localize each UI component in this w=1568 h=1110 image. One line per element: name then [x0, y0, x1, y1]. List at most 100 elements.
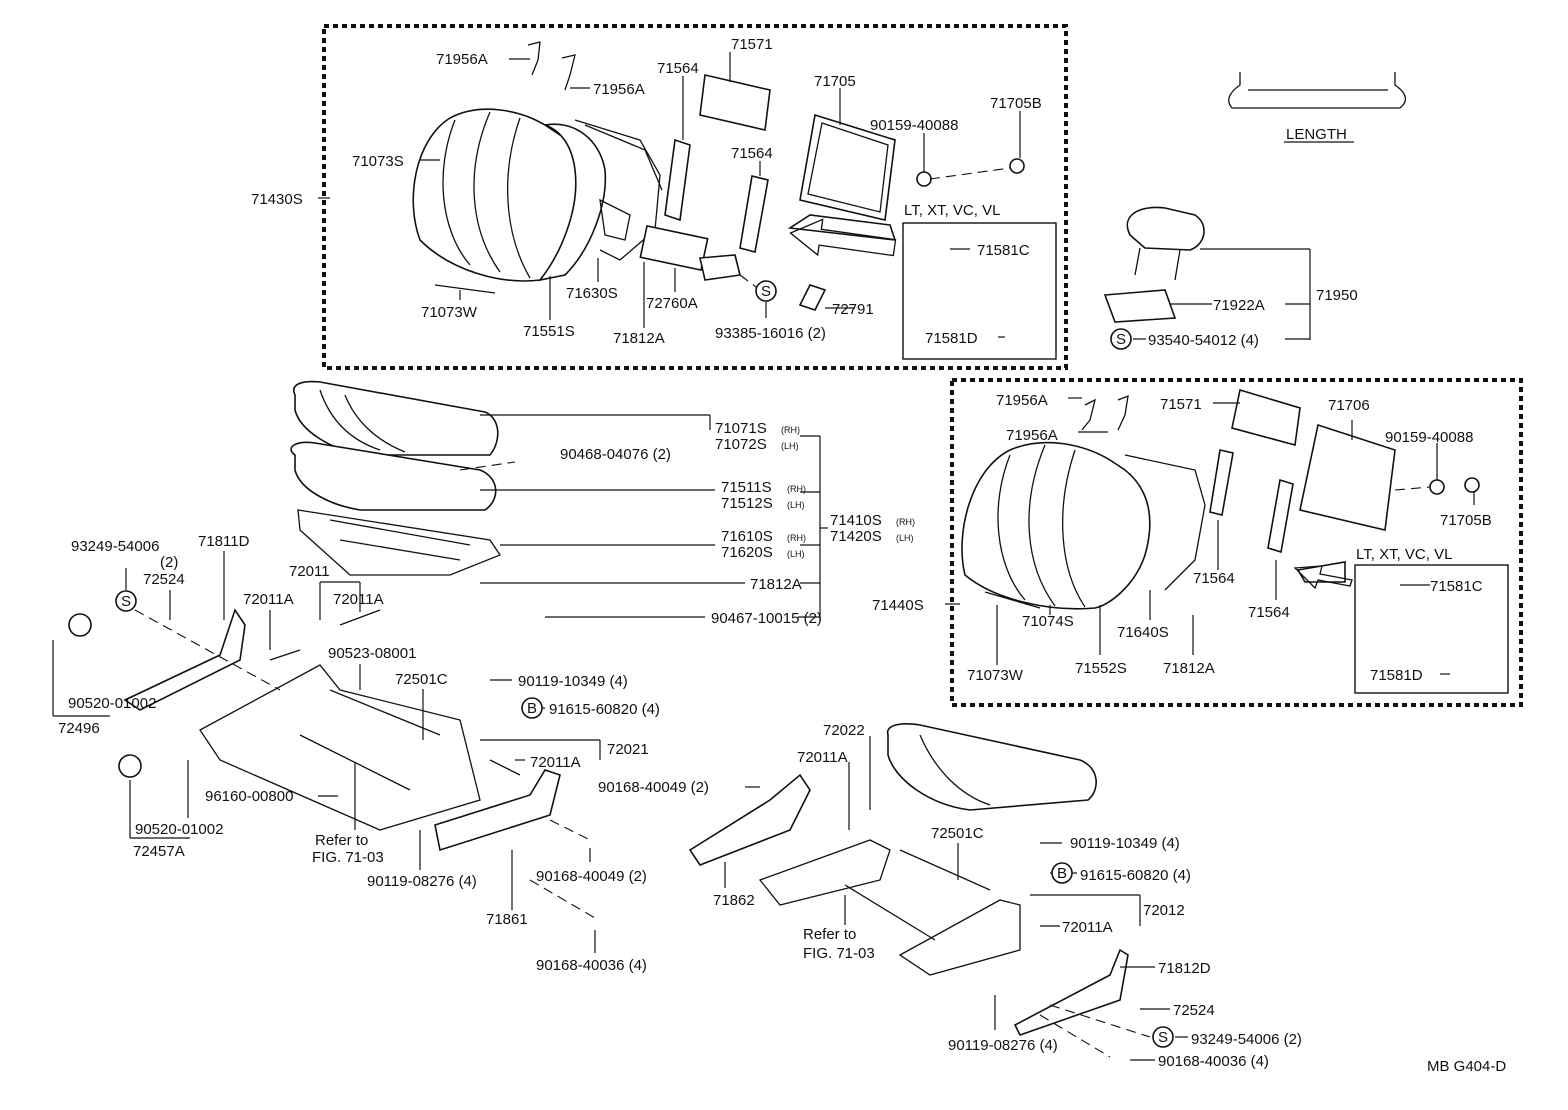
part-label: 71071S: [715, 420, 767, 437]
length-legend: LENGTH: [1286, 126, 1347, 143]
part-label: 90520-01002: [68, 695, 156, 712]
symbol-b-1: B: [527, 700, 537, 717]
side-mark: (LH): [896, 533, 914, 543]
part-label: 91615-60820 (4): [549, 701, 660, 718]
part-label: 72022: [823, 722, 865, 739]
part-label: 71811D: [198, 533, 250, 550]
part-label: 71511S: [721, 479, 772, 496]
part-label: 72011A: [530, 754, 581, 771]
part-label: 72501C: [931, 825, 984, 842]
part-label: 71420S: [830, 528, 882, 545]
part-label: 71073W: [421, 304, 478, 321]
seatback-group-box-right: [950, 378, 1523, 707]
part-label: 71571: [731, 36, 773, 53]
part-label: 71640S: [1117, 624, 1169, 641]
part-label: 72457A: [133, 843, 185, 860]
part-label: 90168-40036 (4): [1158, 1053, 1269, 1070]
symbol-s-1: S: [761, 283, 771, 300]
seatback-right-illustration: [961, 388, 1480, 610]
refer-line-4: FIG. 71-03: [803, 945, 875, 962]
length-legend-illustration: [1228, 72, 1407, 143]
part-label: 71564: [731, 145, 773, 162]
part-label: 90119-10349 (4): [1070, 835, 1180, 852]
part-label: 90520-01002: [135, 821, 223, 838]
side-mark: (RH): [787, 533, 806, 543]
part-label: 71581C: [977, 242, 1030, 259]
part-label: 90159-40088: [1385, 429, 1473, 446]
part-label: 71956A: [1006, 427, 1058, 444]
part-labels: 71956A 71956A 71571 71564 71705 90159-40…: [58, 36, 1506, 1075]
part-label: 71610S: [721, 528, 773, 545]
part-label: 71552S: [1075, 660, 1127, 677]
part-label: 71812A: [613, 330, 665, 347]
part-label: 71705B: [1440, 512, 1492, 529]
side-mark: (LH): [787, 500, 805, 510]
part-label: 72760A: [646, 295, 698, 312]
part-label: 71705B: [990, 95, 1042, 112]
part-label: 71581D: [925, 330, 978, 347]
part-label: 71812A: [1163, 660, 1215, 677]
part-label: 93249-54006 (2): [1191, 1031, 1302, 1048]
part-label: 72011A: [1062, 919, 1113, 936]
refer-line-2: FIG. 71-03: [312, 849, 384, 866]
part-label: 72011A: [243, 591, 294, 608]
part-label: 72021: [607, 741, 649, 758]
part-label: 71812A: [750, 576, 802, 593]
part-label: 93385-16016 (2): [715, 325, 826, 342]
symbol-b-2: B: [1057, 865, 1067, 882]
part-label: 71705: [814, 73, 856, 90]
part-label: 72011: [289, 563, 330, 580]
part-label: 90168-40049 (2): [598, 779, 709, 796]
part-label: 93540-54012 (4): [1148, 332, 1259, 349]
part-label: 71564: [1248, 604, 1290, 621]
seat-track-left-illustration: [68, 608, 561, 852]
part-label: 71956A: [593, 81, 645, 98]
part-label: 72524: [143, 571, 185, 588]
fastener-symbol-labels: S S S B B S: [121, 283, 1168, 1046]
part-label: 71512S: [721, 495, 773, 512]
seatback-upper-illustration: [412, 41, 1025, 311]
seatback-group-box-upper: [322, 24, 1068, 370]
part-label: 71630S: [566, 285, 618, 302]
part-label: 71706: [1328, 397, 1370, 414]
part-label: 72011A: [797, 749, 848, 766]
part-label: 90168-40049 (2): [536, 868, 647, 885]
variant-note-2: LT, XT, VC, VL: [1356, 546, 1452, 563]
fastener-symbols: [115, 280, 1174, 1048]
part-label: 71564: [657, 60, 699, 77]
variant-box-right: [1354, 564, 1509, 694]
part-label: 71073S: [352, 153, 404, 170]
part-label: 96160-00800: [205, 788, 293, 805]
part-label: 90119-08276 (4): [948, 1037, 1058, 1054]
variant-note: LT, XT, VC, VL: [904, 202, 1000, 219]
part-label: 90119-08276 (4): [367, 873, 477, 890]
part-label: 72011A: [333, 591, 384, 608]
part-label: 90168-40036 (4): [536, 957, 647, 974]
part-label: 71922A: [1213, 297, 1265, 314]
symbol-s-3: S: [121, 593, 131, 610]
part-label: 72524: [1173, 1002, 1215, 1019]
side-mark: (RH): [781, 425, 800, 435]
part-label: 71072S: [715, 436, 767, 453]
leader-lines: [52, 52, 1475, 1061]
side-mark: (RH): [896, 517, 915, 527]
refer-line-1: Refer to: [315, 832, 368, 849]
part-label: 71410S: [830, 512, 882, 529]
diagram-code: MB G404-D: [1427, 1058, 1506, 1075]
part-label: 71440S: [872, 597, 924, 614]
part-label: 71861: [486, 911, 528, 928]
part-label: 90159-40088: [870, 117, 958, 134]
part-label: (2): [160, 554, 178, 571]
part-label: 72501C: [395, 671, 448, 688]
variant-box-upper: [902, 222, 1057, 360]
direction-arrows: [789, 218, 1353, 590]
part-label: 71950: [1316, 287, 1358, 304]
part-label: 71956A: [436, 51, 488, 68]
symbol-s-4: S: [1158, 1029, 1168, 1046]
part-label: 72012: [1143, 902, 1185, 919]
part-label: 71430S: [251, 191, 303, 208]
refer-line-3: Refer to: [803, 926, 856, 943]
seat-cushion-illustration: [290, 380, 501, 576]
side-mark: (LH): [787, 549, 805, 559]
